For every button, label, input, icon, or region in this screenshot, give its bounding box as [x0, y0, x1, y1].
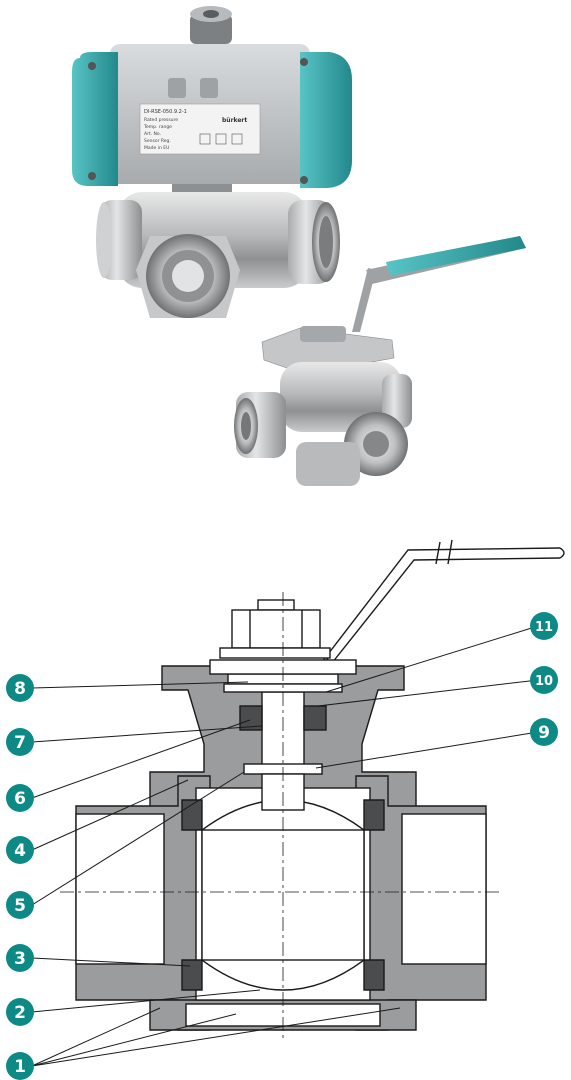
callout-10: 10	[530, 666, 558, 694]
callout-label: 9	[538, 723, 550, 743]
callout-label: 5	[14, 896, 26, 916]
actuator-end-cap-right	[300, 52, 352, 188]
callout-11: 11	[530, 612, 558, 640]
callout-label: 10	[535, 674, 553, 689]
air-port	[200, 78, 218, 98]
callout-6: 6	[6, 784, 34, 812]
handle-lever	[321, 547, 561, 669]
callout-label: 7	[14, 733, 26, 753]
callout-label: 1	[14, 1057, 26, 1077]
callout-1: 1	[6, 1052, 34, 1080]
callout-label: 11	[535, 620, 553, 635]
callout-label: 8	[14, 679, 26, 699]
stem-packing	[239, 705, 263, 731]
callout-5: 5	[6, 891, 34, 919]
callout-label: 6	[14, 789, 26, 809]
callout-3: 3	[6, 944, 34, 972]
nameplate-model: DI-RSE-050.9.2-1	[144, 109, 187, 115]
callout-label: 2	[14, 1003, 26, 1023]
nameplate-line: Temp. range	[143, 124, 172, 130]
manual-valve-photo	[234, 236, 526, 486]
callout-8: 8	[6, 674, 34, 702]
nameplate-line: Made in EU	[144, 145, 169, 151]
nameplate-line: Art. No.	[144, 131, 161, 137]
callout-2: 2	[6, 998, 34, 1026]
callout-7: 7	[6, 728, 34, 756]
callout-9: 9	[530, 718, 558, 746]
position-indicator	[190, 14, 232, 44]
nameplate-line: Sensor Reg.	[144, 138, 171, 144]
stem-nut	[231, 609, 321, 649]
callout-label: 4	[14, 841, 26, 861]
callout-label: 3	[14, 949, 26, 969]
nameplate-brand: bürkert	[222, 117, 247, 124]
callout-4: 4	[6, 836, 34, 864]
nameplate	[139, 103, 261, 155]
handle-grip	[386, 236, 526, 276]
actuator-end-cap-left	[72, 52, 118, 186]
leader-lines	[31, 625, 539, 1067]
nameplate-line: Rated pressure	[144, 117, 178, 123]
air-port	[168, 78, 186, 98]
cross-section-drawing	[60, 539, 565, 1040]
callouts: 1 2 3 4 5 6 7 8	[6, 612, 558, 1080]
